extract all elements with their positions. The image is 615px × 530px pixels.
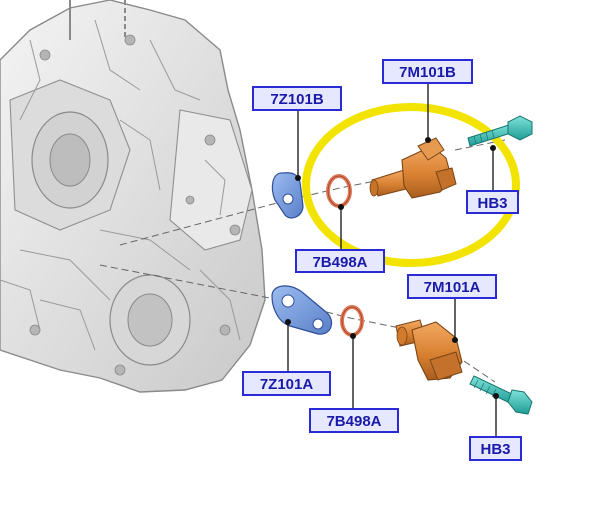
callout-lower-plate-label: 7Z101A (260, 376, 314, 393)
callout-upper-sensor-label: 7M101B (399, 64, 456, 81)
callout-upper-bolt[interactable]: HB3 (466, 190, 519, 214)
callout-upper-gasket[interactable]: 7B498A (295, 249, 385, 273)
o-ring-icon (326, 174, 352, 208)
callout-lower-bolt[interactable]: HB3 (469, 436, 522, 461)
bracket-plate-icon (271, 285, 333, 335)
callout-lower-gasket-label: 7B498A (326, 413, 381, 430)
callout-lower-sensor[interactable]: 7M101A (407, 274, 497, 299)
assembly-axes (99, 139, 506, 383)
callout-lower-gasket[interactable]: 7B498A (309, 408, 399, 433)
highlight-ring-icon (302, 103, 520, 267)
hex-bolt-icon (469, 375, 533, 415)
callout-upper-gasket-label: 7B498A (312, 254, 367, 271)
bracket-plate-icon (271, 172, 304, 219)
callout-upper-sensor[interactable]: 7M101B (382, 59, 473, 84)
callout-lower-bolt-label: HB3 (480, 441, 510, 458)
leader-dots (285, 137, 499, 399)
callout-upper-plate[interactable]: 7Z101B (252, 86, 342, 111)
leader-lines (287, 83, 497, 437)
callout-upper-bolt-label: HB3 (477, 195, 507, 212)
speed-sensor-icon (395, 319, 463, 381)
callout-lower-plate[interactable]: 7Z101A (242, 371, 331, 396)
callout-upper-plate-label: 7Z101B (270, 91, 324, 108)
transmission-housing (0, 0, 266, 393)
speed-sensor-icon (369, 137, 457, 199)
o-ring-icon (340, 305, 364, 337)
hex-bolt-icon (467, 115, 533, 147)
callout-lower-sensor-label: 7M101A (424, 279, 481, 296)
